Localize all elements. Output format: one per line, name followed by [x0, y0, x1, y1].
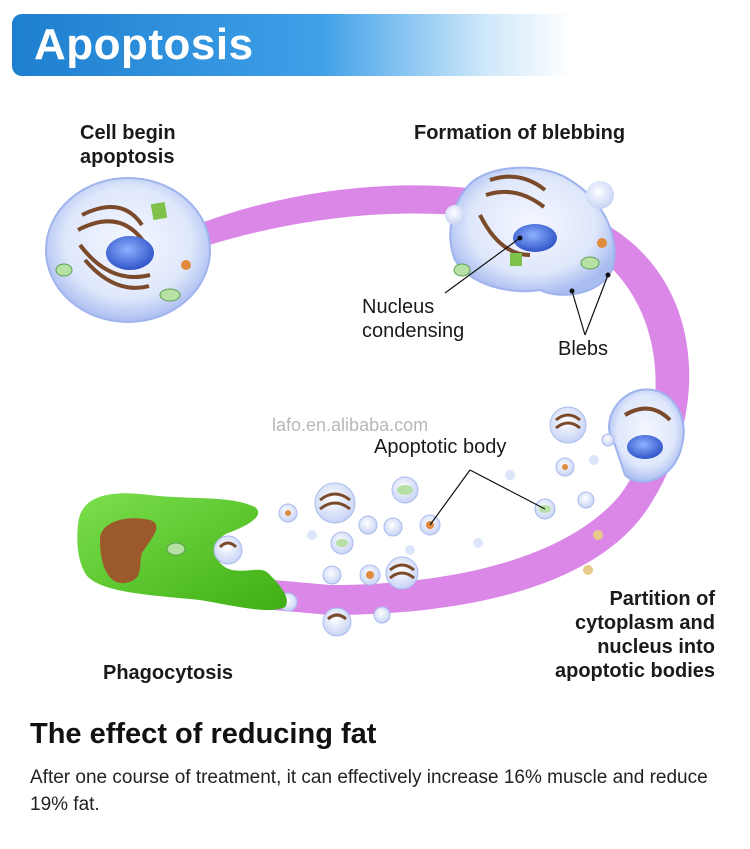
label-cell-begin: Cell begin apoptosis: [80, 121, 176, 169]
label-phagocytosis: Phagocytosis: [103, 662, 234, 684]
pointer-body-2: [469, 469, 546, 510]
pointer-bleb-2: [584, 274, 609, 336]
apoptotic-bodies: [278, 406, 603, 637]
phagocyte: [77, 493, 287, 610]
healthy-cell: [45, 177, 211, 323]
title-banner: Apoptosis: [12, 14, 572, 76]
watermark: lafo.en.alibaba.com: [272, 415, 429, 435]
effect-heading: The effect of reducing fat: [30, 718, 377, 750]
label-blebbing: Formation of blebbing: [414, 122, 626, 144]
blebbing-cell: [445, 166, 616, 296]
label-nucleus-condensing: Nucleus condensing: [362, 296, 465, 342]
label-blebs: Blebs: [558, 338, 609, 360]
effect-description: After one course of treatment, it can ef…: [30, 767, 708, 815]
diagram-canvas: [45, 166, 690, 637]
partitioning-cell: [601, 388, 685, 483]
label-apoptotic-body: Apoptotic body: [374, 436, 507, 458]
pointer-bleb-1: [571, 290, 586, 336]
banner-title: Apoptosis: [34, 20, 254, 69]
label-cell-begin-text: Cell begin apoptosis: [80, 122, 176, 168]
label-partition: Partition of cytoplasm and nucleus into …: [555, 588, 715, 682]
pointer-body-1: [429, 469, 471, 526]
apoptosis-diagram: Cell begin apoptosis Formation of blebbi…: [0, 95, 750, 695]
pointer-nucleus: [444, 237, 521, 294]
